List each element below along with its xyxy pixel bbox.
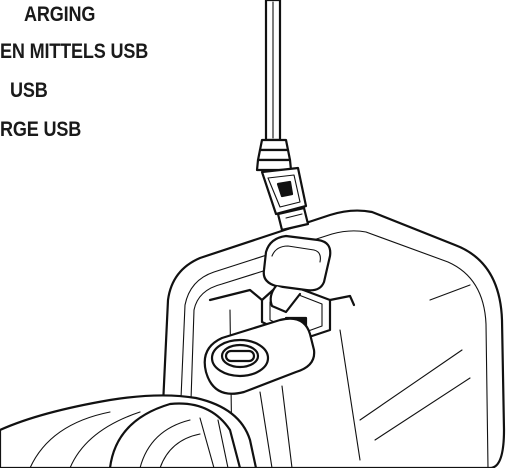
instruction-line-4: RGE USB <box>0 118 82 141</box>
instruction-line-1: ARGING <box>24 3 96 26</box>
instruction-line-3: USB <box>10 79 48 102</box>
lock-dial <box>203 317 316 395</box>
instruction-line-2: EN MITTELS USB <box>0 40 149 63</box>
usb-cable-illustration <box>255 0 310 232</box>
usb-port-flap <box>262 234 332 314</box>
device-illustration <box>158 209 506 468</box>
lens-illustration <box>0 385 293 468</box>
